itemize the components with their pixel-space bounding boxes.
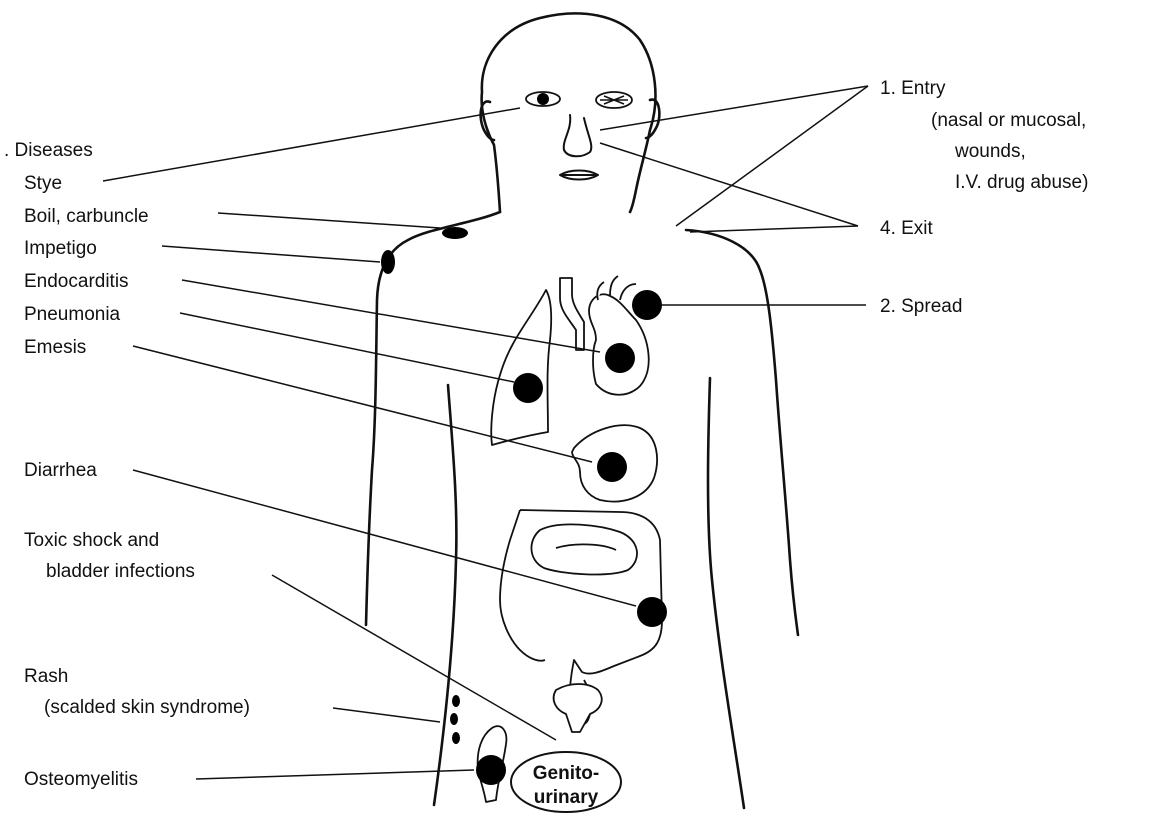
label-entry-detail-1: (nasal or mucosal, (931, 110, 1086, 131)
label-rash-detail: (scalded skin syndrome) (44, 697, 250, 718)
label-toxic-shock-2: bladder infections (46, 561, 195, 582)
right-labels: 1. Entry (nasal or mucosal, wounds, I.V.… (880, 78, 1088, 317)
boil-line (218, 213, 440, 228)
nose (564, 115, 592, 156)
osteomyelitis-marker (476, 755, 506, 785)
mouth (560, 171, 598, 180)
exit-line-nose (600, 143, 858, 226)
label-toxic-shock-1: Toxic shock and (24, 530, 159, 551)
entry-line-nose (600, 86, 868, 130)
label-entry: 1. Entry (880, 78, 946, 99)
label-entry-detail-3: I.V. drug abuse) (955, 172, 1088, 193)
label-osteomyelitis: Osteomyelitis (24, 769, 138, 790)
rash-dot-3 (452, 732, 460, 744)
pneumonia-line (180, 313, 514, 382)
label-impetigo: Impetigo (24, 238, 97, 259)
rash-line (333, 708, 440, 722)
entry-line-neck (676, 86, 868, 226)
label-boil: Boil, carbuncle (24, 206, 149, 227)
rash-dot-2 (450, 713, 458, 725)
pneumonia-marker (513, 373, 543, 403)
small-intestine (531, 524, 637, 574)
rectum (554, 684, 602, 732)
right-shoulder (686, 230, 798, 635)
label-genitourinary-1: Genito- (533, 763, 600, 784)
label-entry-detail-2: wounds, (954, 141, 1026, 162)
impetigo-line (162, 246, 380, 262)
label-diseases: . Diseases (4, 140, 93, 161)
rash-dot-1 (452, 695, 460, 707)
label-genitourinary-2: urinary (534, 787, 599, 808)
label-rash: Rash (24, 666, 68, 687)
right-torso (708, 378, 744, 808)
osteomyelitis-line (196, 770, 474, 779)
spread-marker (632, 290, 662, 320)
label-exit: 4. Exit (880, 218, 934, 239)
head-outline (482, 13, 656, 212)
face (526, 92, 632, 180)
label-pneumonia: Pneumonia (24, 304, 121, 325)
stye-line (103, 108, 520, 181)
endocarditis-marker (605, 343, 635, 373)
diarrhea-marker (637, 597, 667, 627)
impetigo-lesion (381, 250, 395, 274)
leader-lines (103, 86, 868, 779)
left-ear (481, 101, 494, 140)
boil-lesion (442, 227, 468, 239)
stye-lesion (537, 93, 549, 105)
left-labels: . Diseases Stye Boil, carbuncle Impetigo… (4, 140, 250, 790)
label-emesis: Emesis (24, 337, 86, 358)
emesis-marker (597, 452, 627, 482)
exit-line-skin (690, 226, 858, 232)
trachea (560, 278, 584, 350)
label-diarrhea: Diarrhea (24, 460, 97, 481)
label-spread: 2. Spread (880, 296, 962, 317)
label-stye: Stye (24, 173, 62, 194)
left-lung (491, 290, 551, 445)
label-endocarditis: Endocarditis (24, 271, 129, 292)
